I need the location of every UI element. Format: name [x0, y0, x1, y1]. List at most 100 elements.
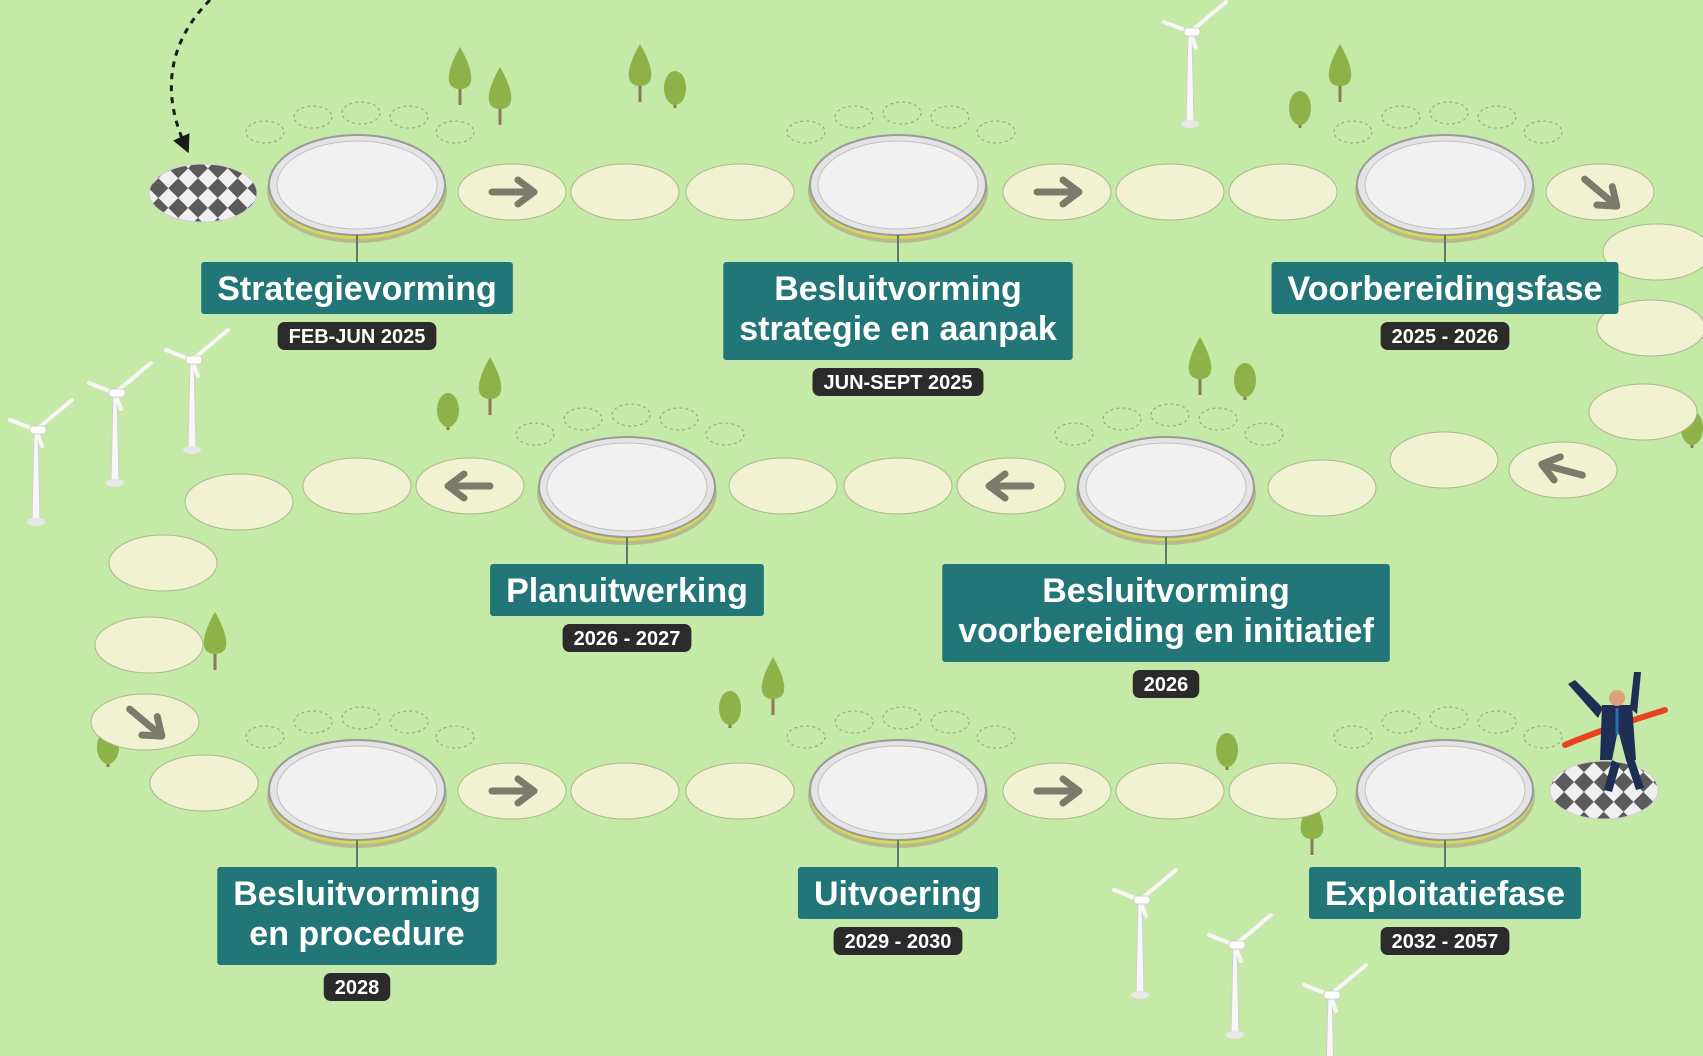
placeholder-slot [976, 725, 1016, 749]
milestone-date: 2025 - 2026 [1392, 326, 1499, 348]
placeholder-slot [1333, 120, 1373, 144]
milestone-title: en procedure [249, 915, 464, 953]
wind-turbine-icon [164, 328, 230, 454]
milestone-date: 2032 - 2057 [1392, 931, 1499, 953]
path-tile [1228, 762, 1338, 820]
path-tile [843, 457, 953, 515]
milestone-besluitvorming-procedure [245, 706, 475, 867]
milestone-title: Besluitvorming [1042, 572, 1289, 610]
arrow-icon [1033, 176, 1083, 208]
path-tile [149, 754, 259, 812]
path-tile [685, 163, 795, 221]
milestone-title: voorbereiding en initiatief [958, 612, 1374, 650]
milestone-title-box [1309, 867, 1581, 919]
placeholder-slot [1054, 422, 1094, 446]
tree-icon [719, 691, 741, 728]
placeholder-slot [786, 120, 826, 144]
tree-icon [1328, 44, 1352, 102]
placeholder-slot [563, 407, 603, 431]
placeholder-slot [834, 105, 874, 129]
placeholder-slot [293, 105, 333, 129]
milestone-date: 2026 - 2027 [574, 628, 681, 650]
tree-icon [203, 612, 227, 670]
placeholder-slot [1150, 403, 1190, 427]
path-tile [1115, 163, 1225, 221]
milestone-title-box [1271, 262, 1619, 314]
wind-turbine-icon [87, 361, 153, 487]
placeholder-slot [1198, 407, 1238, 431]
placeholder-slot [389, 710, 429, 734]
milestone-title: Besluitvorming [774, 270, 1021, 308]
path-tile [302, 457, 412, 515]
arrow-icon [126, 705, 166, 740]
milestone-date-badge [562, 624, 692, 652]
milestone-title-box [942, 564, 1390, 662]
wind-turbine-icon [1162, 0, 1228, 128]
placeholder-slot [786, 725, 826, 749]
arrow-icon [1581, 175, 1621, 210]
dashed-arrow-icon [169, 0, 212, 154]
milestone-title-box [723, 262, 1073, 360]
milestone-title: strategie en aanpak [739, 310, 1057, 348]
milestone-title: Strategievorming [217, 270, 497, 308]
milestone-date: 2029 - 2030 [845, 931, 952, 953]
placeholder-slot [389, 105, 429, 129]
placeholder-slot [435, 725, 475, 749]
decoration-layer [8, 0, 1703, 1056]
path-tile [570, 762, 680, 820]
tree-icon [1234, 363, 1256, 400]
wind-turbine-icon [1302, 963, 1368, 1056]
placeholder-slot [1102, 407, 1142, 431]
path-tile [184, 473, 294, 531]
placeholder-slot [659, 407, 699, 431]
placeholder-slot [341, 101, 381, 125]
arrow-icon [488, 775, 538, 807]
milestones [245, 101, 1563, 867]
placeholder-slot [515, 422, 555, 446]
path-tile [1115, 762, 1225, 820]
milestone-date-badge [323, 973, 391, 1001]
tree-icon [1289, 91, 1311, 128]
placeholder-slot [611, 403, 651, 427]
placeholder-slot [1429, 706, 1469, 730]
milestone-date-badge [1132, 670, 1200, 698]
path-tile [1588, 383, 1698, 441]
milestone-date-badge [833, 927, 963, 955]
placeholder-slot [245, 725, 285, 749]
milestone-title-box [490, 564, 764, 616]
path-tile [1228, 163, 1338, 221]
arrow-icon [1538, 453, 1586, 484]
milestone-planuitwerking [515, 403, 745, 564]
placeholder-slot [705, 422, 745, 446]
placeholder-slot [930, 710, 970, 734]
milestone-title: Voorbereidingsfase [1288, 270, 1603, 308]
placeholder-slot [1381, 105, 1421, 129]
milestone-date: 2028 [335, 977, 380, 999]
wind-turbine-icon [1112, 868, 1178, 999]
milestone-besluitvorming-voorbereiding [1054, 403, 1284, 564]
milestone-exploitatiefase [1333, 706, 1563, 867]
tree-icon [478, 357, 502, 415]
path-tile [94, 616, 204, 674]
placeholder-slot [245, 120, 285, 144]
placeholder-slot [435, 120, 475, 144]
arrow-icon [488, 176, 538, 208]
milestone-date-badge [1380, 927, 1510, 955]
milestone-title-box [217, 867, 497, 965]
milestone-date: FEB-JUN 2025 [289, 326, 426, 348]
milestone-uitvoering [786, 706, 1016, 867]
path-tile [1596, 299, 1703, 357]
tree-icon [1300, 797, 1324, 855]
tree-icon [488, 67, 512, 125]
milestone-date: 2026 [1144, 674, 1189, 696]
milestone-date-badge [277, 322, 437, 350]
milestone-date: JUN-SEPT 2025 [824, 372, 973, 394]
tree-icon [1216, 733, 1238, 770]
